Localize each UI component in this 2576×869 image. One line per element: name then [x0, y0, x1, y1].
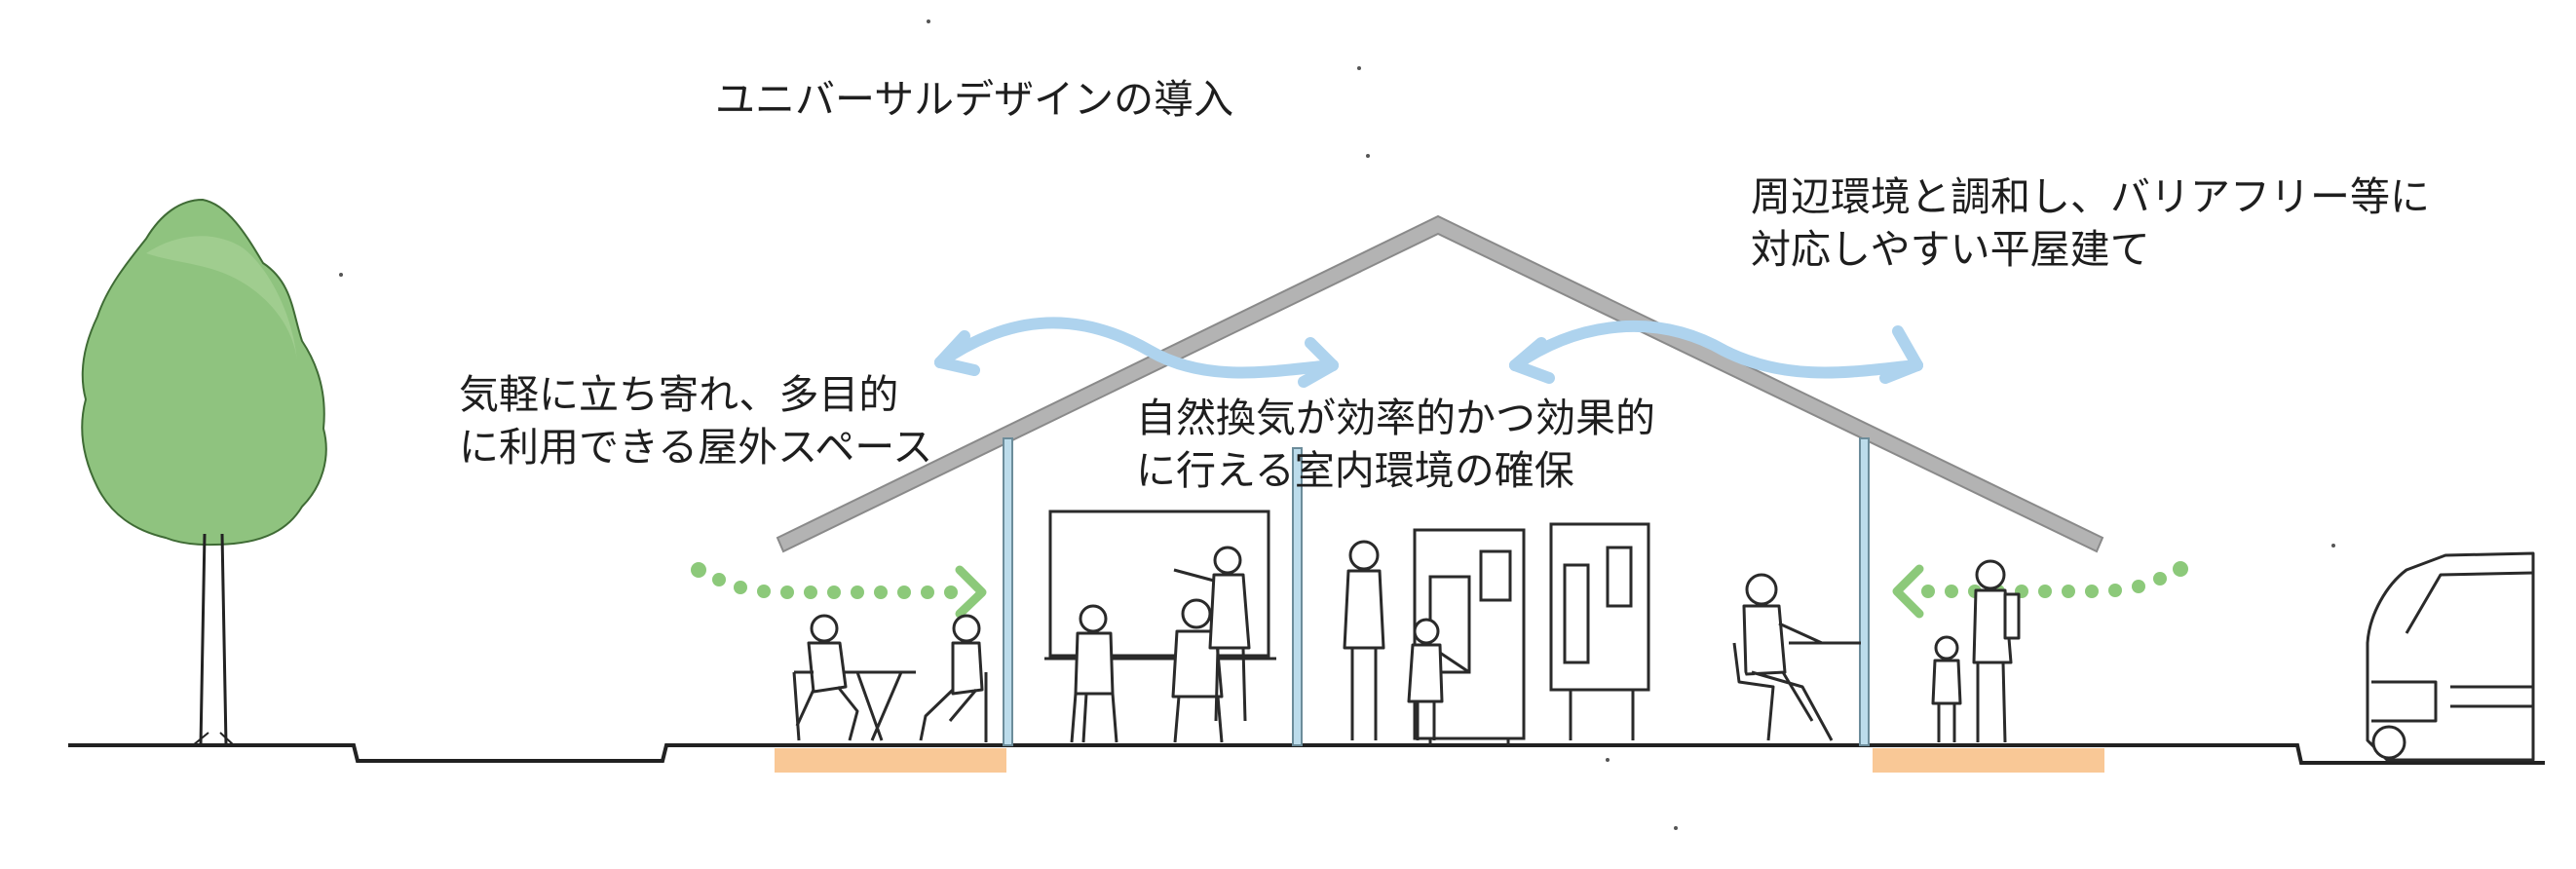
circulation-arrow-left-head — [955, 565, 987, 619]
ground-line — [68, 743, 2545, 765]
roof — [776, 214, 2104, 553]
car-wheel — [2371, 725, 2406, 760]
car-grille — [2450, 685, 2533, 708]
person-teacher — [1173, 546, 1251, 722]
tree — [81, 198, 327, 746]
person-seated-student-a — [1070, 604, 1118, 743]
ventilation-arrow-left-head-b — [934, 357, 980, 376]
circulation-arrow-right-head — [1892, 564, 1924, 619]
deck-left — [775, 748, 1006, 773]
ventilation-arrow-right-head-e — [1892, 325, 1923, 371]
cafe-table-left — [843, 670, 916, 741]
paper-specks — [339, 19, 2335, 830]
roof-note-line-2: 対応しやすい平屋建て — [1751, 226, 2150, 273]
partition-panel-a-window2 — [1479, 549, 1512, 602]
circulation-arrow-left — [691, 562, 958, 599]
tree-trunk-base — [192, 732, 235, 746]
deck-right — [1873, 748, 2104, 773]
glass-post-right — [1859, 437, 1870, 746]
car — [2366, 551, 2535, 762]
diagram-title: ユニバーサルデザインの導入 — [715, 73, 1233, 126]
outdoor-note: 気軽に立ち寄れ、多目的 に利用できる屋外スペース — [459, 368, 932, 473]
tree-foliage-shade — [146, 236, 297, 360]
person-toddler — [1931, 635, 1962, 742]
ventilation-note-line-2: に行える室内環境の確保 — [1136, 447, 1574, 494]
person-standing-adult — [1343, 540, 1385, 740]
partition-panel-b-window2 — [1606, 546, 1633, 608]
partition-panel-b-window — [1563, 563, 1590, 664]
ventilation-note-line-1: 自然換気が効率的かつ効果的 — [1136, 395, 1655, 441]
roof-note: 周辺環境と調和し、バリアフリー等に 対応しやすい平屋建て — [1751, 170, 2430, 276]
person-seated-right — [1732, 573, 1861, 741]
car-bumper — [2371, 680, 2438, 723]
glass-posts — [1003, 437, 1870, 746]
circulation-arrow-right — [1921, 561, 2188, 598]
glass-post-left — [1003, 437, 1013, 746]
ventilation-arrow-left — [934, 317, 1339, 379]
outdoor-note-line-1: 気軽に立ち寄れ、多目的 — [459, 371, 899, 418]
ventilation-arrows — [934, 317, 1923, 388]
outdoor-note-line-2: に利用できる屋外スペース — [459, 424, 933, 471]
ventilation-arrow-right-head-f — [1879, 359, 1923, 384]
ventilation-arrow-right-head-b — [1298, 359, 1339, 388]
ventilation-note: 自然換気が効率的かつ効果的 に行える室内環境の確保 — [1136, 392, 1655, 497]
glass-post-center — [1292, 447, 1303, 746]
person-parent — [1972, 559, 2021, 743]
ventilation-arrow-right-head-d — [1509, 359, 1555, 384]
ventilation-arrow-right — [1509, 320, 1923, 379]
tree-trunk — [199, 533, 228, 746]
person-seated-left-a — [792, 614, 859, 741]
diagram-title-text: ユニバーサルデザインの導入 — [715, 76, 1234, 123]
roof-note-line-1: 周辺環境と調和し、バリアフリー等に — [1751, 173, 2430, 220]
people — [792, 540, 2021, 743]
circulation-arrows — [691, 561, 2188, 619]
person-child — [1407, 618, 1470, 740]
car-windshield — [2405, 571, 2534, 634]
person-seated-left-b — [919, 614, 988, 742]
